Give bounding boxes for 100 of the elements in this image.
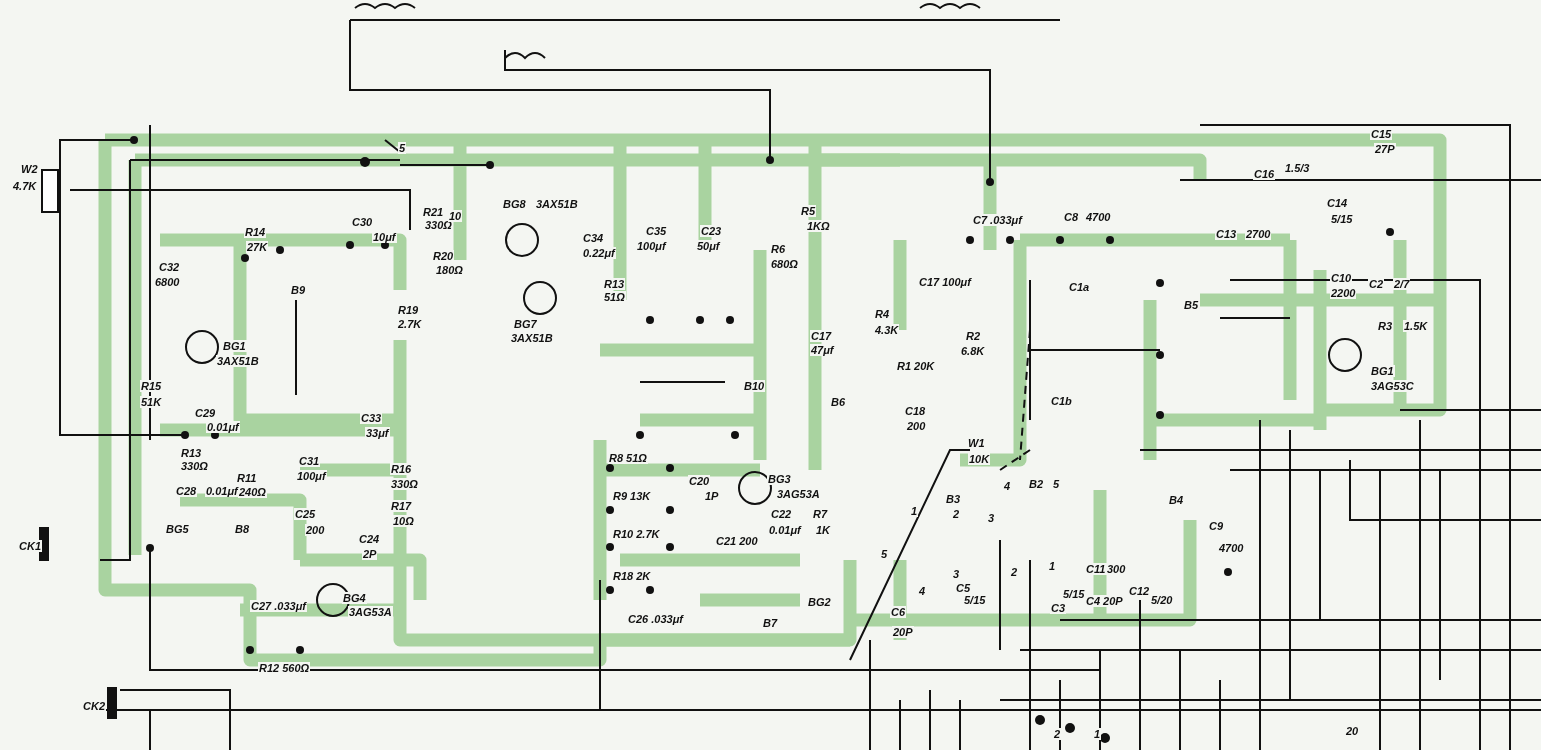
terminal-number: 1 bbox=[1048, 560, 1057, 572]
terminal-number: 2 bbox=[952, 508, 961, 520]
component-value: 4700 bbox=[1218, 542, 1245, 554]
component-label: BG4 bbox=[342, 592, 367, 604]
component-value: 47μf bbox=[810, 344, 835, 356]
terminal-number: 5 bbox=[880, 548, 889, 560]
component-label: R15 bbox=[140, 380, 163, 392]
component-label: C24 bbox=[358, 533, 381, 545]
component-value: 27K bbox=[246, 241, 269, 253]
component-label: C1a bbox=[1068, 281, 1091, 293]
terminal-number: 1 bbox=[910, 505, 919, 517]
component-label: C5 bbox=[955, 582, 972, 594]
component-label: B10 bbox=[743, 380, 766, 392]
component-label: W1 bbox=[967, 437, 986, 449]
terminal-number: 2 bbox=[1010, 566, 1019, 578]
component-value: 330Ω bbox=[180, 460, 209, 472]
component-value: 1.5/3 bbox=[1284, 162, 1311, 174]
component-label: B3 bbox=[945, 493, 962, 505]
component-label: R6 bbox=[770, 243, 787, 255]
component-value: 4.3K bbox=[874, 324, 900, 336]
component-label: R16 bbox=[390, 463, 413, 475]
component-label: C29 bbox=[194, 407, 217, 419]
component-label: BG7 bbox=[513, 318, 538, 330]
component-value: 3AG53A bbox=[348, 606, 393, 618]
component-value: 50μf bbox=[696, 240, 721, 252]
component-value: 4.7K bbox=[12, 180, 38, 192]
component-value: 2P bbox=[362, 548, 378, 560]
component-value: 200 bbox=[906, 420, 927, 432]
component-label: R17 bbox=[390, 500, 413, 512]
component-label: C32 bbox=[158, 261, 181, 273]
component-label: C7 .033μf bbox=[972, 214, 1023, 226]
component-label: R21 bbox=[422, 206, 445, 218]
terminal-number: 4 bbox=[1003, 480, 1012, 492]
component-value: 330Ω bbox=[424, 219, 453, 231]
component-label: B8 bbox=[234, 523, 251, 535]
component-value: 1KΩ bbox=[806, 220, 831, 232]
component-label: C15 bbox=[1370, 128, 1393, 140]
component-value: 1K bbox=[815, 524, 832, 536]
component-value: 6800 bbox=[154, 276, 181, 288]
component-label: R9 13K bbox=[612, 490, 652, 502]
component-value: 4700 bbox=[1085, 211, 1112, 223]
component-value: 100μf bbox=[636, 240, 667, 252]
jack-label: CK1 bbox=[18, 540, 42, 552]
component-label: C1b bbox=[1050, 395, 1073, 407]
component-label: BG8 bbox=[502, 198, 527, 210]
component-label: C8 bbox=[1063, 211, 1080, 223]
component-label: R5 bbox=[800, 205, 817, 217]
component-value: 100μf bbox=[296, 470, 327, 482]
component-label: C30 bbox=[351, 216, 374, 228]
component-label: BG1 bbox=[222, 340, 247, 352]
component-label: R10 2.7K bbox=[612, 528, 661, 540]
component-value: 10 bbox=[448, 210, 463, 222]
terminal-number: 3 bbox=[987, 512, 996, 524]
component-label: R8 51Ω bbox=[608, 452, 648, 464]
component-label: R11 bbox=[236, 472, 258, 484]
component-value: 180Ω bbox=[435, 264, 464, 276]
component-value: 2.7K bbox=[397, 318, 423, 330]
component-value: 20P bbox=[892, 626, 914, 638]
terminal-number: 2 bbox=[1053, 728, 1062, 740]
terminal-number: 5 bbox=[1052, 478, 1061, 490]
component-value: 3AX51B bbox=[216, 355, 260, 367]
component-value: 1P bbox=[704, 490, 720, 502]
component-value: 5/15 bbox=[1330, 213, 1354, 225]
component-label: R20 bbox=[432, 250, 455, 262]
component-label: W2 bbox=[20, 163, 39, 175]
component-label: R7 bbox=[812, 508, 829, 520]
component-value: 0.01μf bbox=[206, 421, 240, 433]
component-label: C21 200 bbox=[715, 535, 759, 547]
component-value: 10K bbox=[968, 453, 991, 465]
terminal-number: 20 bbox=[1345, 725, 1360, 737]
component-label: C35 bbox=[645, 225, 668, 237]
component-label: C33 bbox=[360, 412, 383, 424]
component-value: 200 bbox=[305, 524, 326, 536]
component-label: R3 bbox=[1377, 320, 1394, 332]
component-label: R12 560Ω bbox=[258, 662, 311, 674]
component-value: 3AX51B bbox=[510, 332, 554, 344]
component-value: 3AG53C bbox=[1370, 380, 1415, 392]
component-label: C4 20P bbox=[1085, 595, 1124, 607]
component-label: C25 bbox=[294, 508, 317, 520]
component-label: C23 bbox=[700, 225, 723, 237]
component-label: B9 bbox=[290, 284, 307, 296]
component-label: C16 bbox=[1253, 168, 1276, 180]
component-label: BG1 bbox=[1370, 365, 1395, 377]
component-value: 10Ω bbox=[392, 515, 415, 527]
component-value: 27P bbox=[1374, 143, 1396, 155]
component-value: 680Ω bbox=[770, 258, 799, 270]
jack-label: CK2 bbox=[82, 700, 106, 712]
component-label: C17 bbox=[810, 330, 833, 342]
component-value: 2/7 bbox=[1393, 278, 1411, 290]
component-label: B4 bbox=[1168, 494, 1185, 506]
component-value: 3AG53A bbox=[776, 488, 821, 500]
component-label: B2 bbox=[1028, 478, 1045, 490]
terminal-number: 3 bbox=[952, 568, 961, 580]
component-value: 2700 bbox=[1245, 228, 1272, 240]
component-label: C13 bbox=[1215, 228, 1238, 240]
component-label: R13 bbox=[603, 278, 626, 290]
component-label: C14 bbox=[1326, 197, 1349, 209]
component-label: C26 .033μf bbox=[627, 613, 684, 625]
component-value: 10μf bbox=[372, 231, 397, 243]
component-value: 3AX51B bbox=[535, 198, 579, 210]
